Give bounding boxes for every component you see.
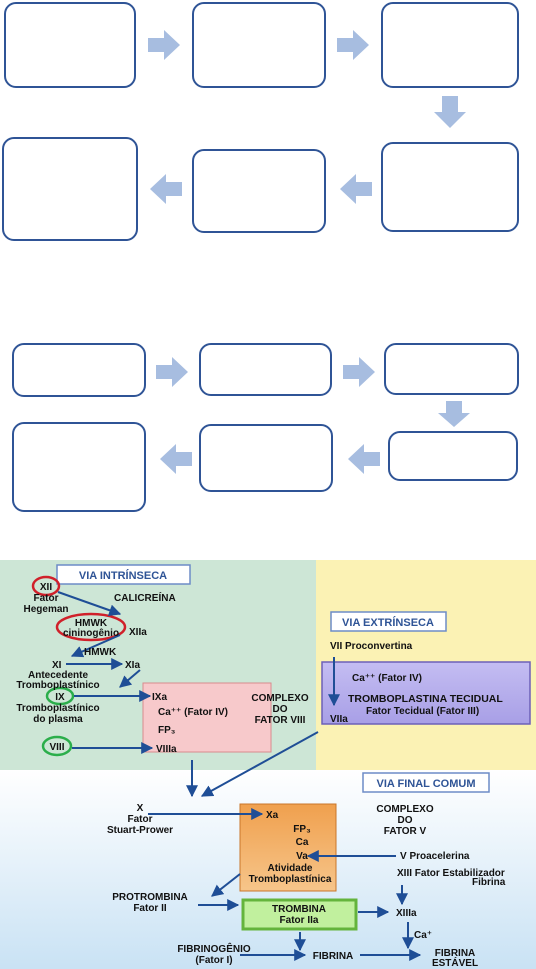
flow2-arrow-right-icon bbox=[156, 357, 188, 387]
factor-xa: Xa bbox=[266, 810, 279, 821]
complexo-label-v: COMPLEXO bbox=[376, 804, 433, 815]
fp3-intrinsic: FP₃ bbox=[158, 725, 176, 736]
do-label-viii: DO bbox=[273, 704, 288, 715]
flow1-box-6 bbox=[2, 137, 138, 241]
factor-xiiia: XIIIa bbox=[396, 908, 417, 919]
factor-viia: VIIa bbox=[330, 714, 348, 725]
fp3-common: FP₃ bbox=[293, 824, 311, 835]
flow1-arrow-right-icon bbox=[337, 30, 369, 60]
factor-xiia: XIIa bbox=[129, 627, 147, 638]
flow2-arrow-left-icon bbox=[348, 444, 380, 474]
flow2-box-4 bbox=[388, 431, 518, 481]
fator-tecidual-label: Fator Tecidual (Fator III) bbox=[366, 706, 479, 717]
fator-label: Fator bbox=[34, 593, 59, 604]
factor-x: X bbox=[137, 803, 144, 814]
xii-highlight-ellipse bbox=[31, 575, 61, 597]
fibrina-estavel-label-1: FIBRINA bbox=[435, 948, 476, 959]
fibrina-estavel-label-2: ESTÁVEL bbox=[432, 956, 478, 969]
arrow-xia-to-ixa bbox=[119, 669, 141, 688]
flow2-arrow-down-icon bbox=[438, 401, 470, 427]
ca-plus-label: Ca⁺ bbox=[414, 930, 432, 941]
intrinsic-title-box bbox=[56, 564, 191, 585]
factor-ixa: IXa bbox=[152, 692, 167, 703]
arrow-xiia-to-xia bbox=[70, 634, 121, 658]
xiii-fator-estabilizador-label: XIII Fator Estabilizador bbox=[397, 868, 505, 879]
v-proacelerina-label: V Proacelerina bbox=[400, 851, 470, 862]
flow2-box-3 bbox=[384, 343, 519, 395]
flow2-arrow-left-icon bbox=[160, 444, 192, 474]
factor-xi: XI bbox=[52, 660, 62, 671]
vii-proconvertina-label: VII Proconvertina bbox=[330, 641, 413, 652]
factor-viiia: VIIIa bbox=[156, 744, 177, 755]
flow1-arrow-right-icon bbox=[148, 30, 180, 60]
flow1-box-1 bbox=[4, 2, 136, 88]
tromboplastina-tecidual-label: TROMBOPLASTINA TECIDUAL bbox=[348, 693, 503, 705]
extrinsic-title: VIA EXTRÍNSECA bbox=[342, 616, 434, 629]
tromboplastinico-label: Tromboplastínico bbox=[16, 680, 99, 691]
flow2-box-5 bbox=[199, 424, 333, 492]
hegeman-label: Hegeman bbox=[23, 604, 68, 615]
fibrinogenio-label: FIBRINOGÊNIO bbox=[177, 942, 251, 955]
flow1-arrow-left-icon bbox=[340, 174, 372, 204]
flow2-arrow-right-icon bbox=[343, 357, 375, 387]
calicreina-label: CALICREÍNA bbox=[114, 591, 176, 604]
stuart-prower-label: Stuart-Prower bbox=[107, 825, 173, 836]
common-title: VIA FINAL COMUM bbox=[377, 778, 476, 790]
factor-xia: XIa bbox=[125, 660, 140, 671]
factor-ix: IX bbox=[55, 692, 65, 703]
do-plasma-label: do plasma bbox=[33, 714, 83, 725]
hmwk-label-a: HMWK bbox=[75, 618, 108, 629]
complexo-fator-viii-box bbox=[142, 682, 272, 753]
ca-fator-iv-intrinsic: Ca⁺⁺ (Fator IV) bbox=[158, 707, 228, 718]
viii-highlight-ellipse bbox=[41, 735, 73, 757]
intrinsic-title: VIA INTRÍNSECA bbox=[79, 569, 167, 582]
flow1-arrow-down-icon bbox=[434, 96, 466, 128]
protrombina-label: PROTROMBINA bbox=[112, 892, 188, 903]
fator-i-label: (Fator I) bbox=[195, 955, 232, 966]
tromboplastina-tecidual-box bbox=[321, 661, 531, 725]
arrow-complexo-to-trombina bbox=[211, 873, 241, 897]
fibrina-sub-label: Fibrina bbox=[472, 877, 506, 888]
tromboplastinico-label-2: Tromboplastínico bbox=[16, 703, 99, 714]
fator-label-x: Fator bbox=[128, 814, 153, 825]
common-title-box bbox=[362, 772, 490, 793]
ix-highlight-ellipse bbox=[45, 686, 75, 706]
tromboplastinica-label: Tromboplastínica bbox=[249, 874, 332, 885]
fibrina-label: FIBRINA bbox=[313, 951, 354, 962]
hmwk-label-b: HMWK bbox=[84, 647, 117, 658]
factor-viii: VIII bbox=[49, 742, 64, 753]
do-label-v: DO bbox=[398, 815, 413, 826]
flow2-box-1 bbox=[12, 343, 146, 397]
complexo-label-viii: COMPLEXO bbox=[251, 693, 308, 704]
flow1-arrow-left-icon bbox=[150, 174, 182, 204]
flow1-box-2 bbox=[192, 2, 326, 88]
arrow-viia-to-x bbox=[200, 731, 319, 797]
flow1-box-4 bbox=[381, 142, 519, 232]
arrow-xii-to-xiia bbox=[57, 591, 122, 617]
ca-fator-iv-extrinsic: Ca⁺⁺ (Fator IV) bbox=[352, 673, 422, 684]
antecedente-label: Antecedente bbox=[28, 670, 88, 681]
fator-ii-label: Fator II bbox=[133, 903, 167, 914]
flow1-box-5 bbox=[192, 149, 326, 233]
factor-xii: XII bbox=[40, 582, 52, 593]
trombina-label: TROMBINA bbox=[272, 904, 326, 915]
trombina-box bbox=[241, 898, 358, 931]
flow2-box-2 bbox=[199, 343, 332, 396]
flow2-box-6 bbox=[12, 422, 146, 512]
flow1-box-3 bbox=[381, 2, 519, 88]
fator-v-label: FATOR V bbox=[384, 826, 427, 837]
ca-common: Ca bbox=[296, 837, 309, 848]
atividade-label: Atividade bbox=[267, 863, 312, 874]
extrinsic-title-box bbox=[330, 611, 447, 632]
coagulation-cascade-diagram: VIA INTRÍNSECA VIA EXTRÍNSECA VIA FINAL … bbox=[0, 560, 536, 969]
factor-va: Va bbox=[296, 851, 308, 862]
hmwk-highlight-ellipse bbox=[55, 612, 127, 642]
cininogenio-label: cininogênio bbox=[63, 628, 119, 639]
fator-viii-label: FATOR VIII bbox=[255, 715, 306, 726]
fator-iia-label: Fator IIa bbox=[280, 915, 319, 926]
